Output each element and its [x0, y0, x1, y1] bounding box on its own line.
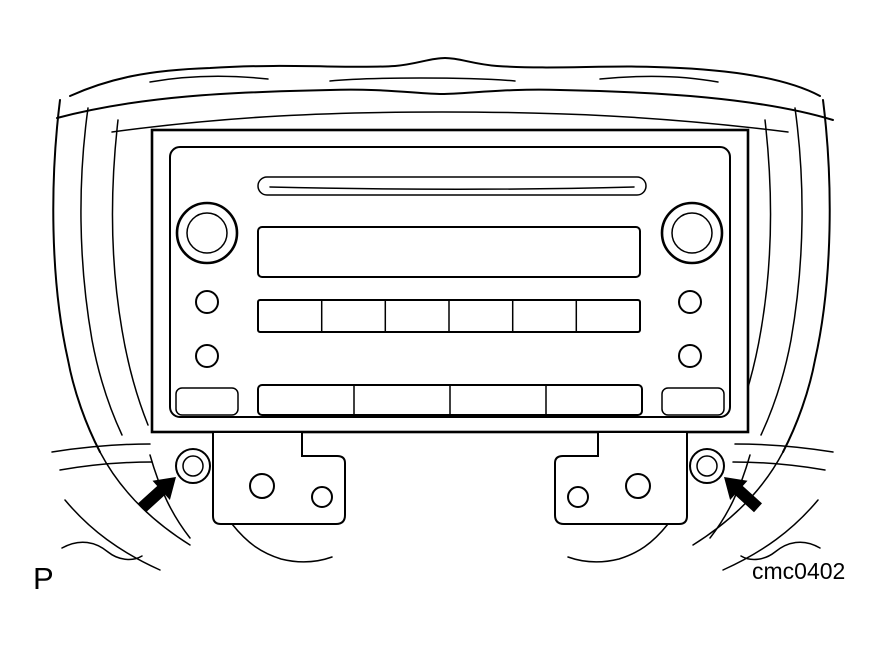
- right-bracket-hole-2: [567, 486, 589, 508]
- left-bracket-hole-2: [311, 486, 333, 508]
- part-label: P: [33, 561, 54, 596]
- right-mounting-screw: [689, 448, 725, 484]
- left-bracket-leader-line: [231, 523, 333, 563]
- left-small-button-top: [195, 290, 219, 314]
- bottom-button-row: [175, 384, 725, 416]
- right-small-button-bottom: [678, 344, 702, 368]
- right-arrow-icon: [724, 477, 762, 513]
- display-panel: [257, 226, 641, 278]
- radio-unit: [150, 128, 750, 434]
- radio-inner-frame: [169, 146, 731, 418]
- left-arrow-icon: [138, 477, 176, 513]
- right-bracket-hole-1: [625, 473, 651, 499]
- figure-code: cmc0402: [752, 558, 845, 584]
- left-mounting-bracket: [212, 433, 346, 525]
- preset-button-row: [257, 299, 641, 333]
- left-knob: [175, 201, 239, 265]
- right-mounting-bracket: [554, 433, 688, 525]
- left-small-button-bottom: [195, 344, 219, 368]
- left-mounting-screw: [175, 448, 211, 484]
- bottom-right-button: [661, 387, 725, 416]
- left-bracket-hole-1: [249, 473, 275, 499]
- right-bracket-leader-line: [567, 523, 669, 563]
- right-small-button-top: [678, 290, 702, 314]
- bottom-left-button: [175, 387, 239, 416]
- radio-outer-bezel: [150, 128, 750, 434]
- dashboard-outline: [51, 57, 834, 571]
- right-knob: [660, 201, 724, 265]
- cd-slot: [257, 176, 647, 196]
